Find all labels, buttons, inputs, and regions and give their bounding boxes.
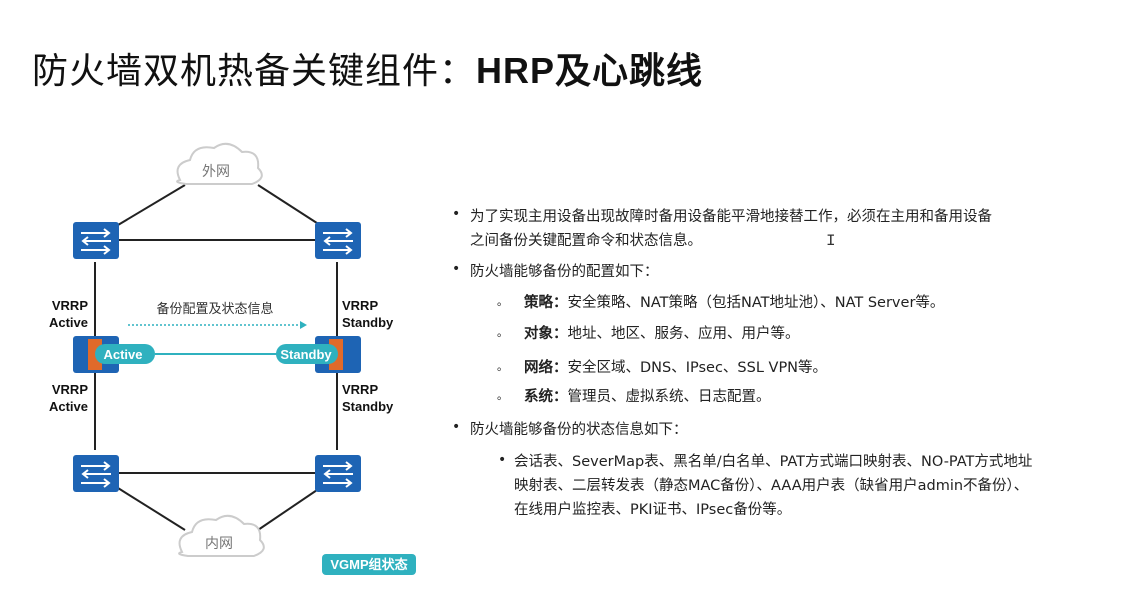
sub-bullet-dot: •	[498, 452, 507, 468]
config-item-text: 安全策略、NAT策略（包括NAT地址池）、NAT Server等。	[567, 295, 945, 311]
active-tag: Active	[103, 347, 142, 362]
config-item-name: 系统：	[524, 389, 568, 405]
bullet-dot: •	[452, 206, 461, 222]
vrrp-label: VRRP	[342, 298, 378, 313]
config-item-name: 对象：	[524, 326, 568, 342]
sub-bullet-dot: 。	[497, 360, 508, 373]
config-item: 对象：地址、地区、服务、应用、用户等。	[524, 322, 800, 346]
vrrp-state: Active	[49, 399, 88, 414]
firewall-standby: Standby	[276, 336, 361, 373]
vgmp-state-badge: VGMP组状态	[322, 554, 416, 575]
sync-label: 备份配置及状态信息	[156, 301, 273, 317]
vrrp-label: VRRP	[342, 382, 378, 397]
vrrp-state: Standby	[342, 315, 394, 330]
firewall-active: Active	[73, 336, 280, 373]
config-item: 策略：安全策略、NAT策略（包括NAT地址池）、NAT Server等。	[524, 291, 944, 315]
bullet-dot: •	[452, 261, 461, 277]
switch-icon	[315, 222, 361, 259]
text-cursor-icon: I	[826, 232, 836, 250]
sub-bullet-dot: 。	[497, 295, 508, 308]
cloud-intranet: 内网	[178, 514, 265, 557]
sub-bullet-dot: 。	[497, 326, 508, 339]
switch-icon	[73, 222, 119, 259]
bullet-1-line: 为了实现主用设备出现故障时备用设备能平滑地接替工作，必须在主用和备用设备	[470, 209, 992, 225]
state-line: 在线用户监控表、PKI证书、IPsec备份等。	[514, 502, 792, 518]
bullet-3: 防火墙能够备份的状态信息如下：	[470, 422, 688, 438]
vrrp-state: Active	[49, 315, 88, 330]
config-item-text: 地址、地区、服务、应用、用户等。	[567, 326, 800, 342]
bullet-1-line: 之间备份关键配置命令和状态信息。	[470, 233, 702, 249]
config-item: 系统：管理员、虚拟系统、日志配置。	[524, 385, 771, 409]
config-item-name: 网络：	[524, 360, 568, 376]
bullet-2: 防火墙能够备份的配置如下：	[470, 264, 659, 280]
config-item: 网络：安全区域、DNS、IPsec、SSL VPN等。	[524, 356, 827, 380]
sync-arrowhead-icon	[300, 321, 307, 329]
bullet-1: 为了实现主用设备出现故障时备用设备能平滑地接替工作，必须在主用和备用设备 之间备…	[470, 205, 992, 253]
cloud-bottom-label: 内网	[205, 536, 233, 552]
title-text: 防火墙双机热备关键组件：	[32, 51, 477, 92]
vrrp-label: VRRP	[52, 382, 88, 397]
cloud-internet: 外网	[176, 142, 263, 185]
standby-tag: Standby	[280, 347, 332, 362]
switch-icon	[315, 455, 361, 492]
vrrp-label: VRRP	[52, 298, 88, 313]
state-line: 会话表、SeverMap表、黑名单/白名单、PAT方式端口映射表、NO-PAT方…	[514, 454, 1033, 470]
config-item-text: 管理员、虚拟系统、日志配置。	[567, 389, 771, 405]
title-suffix: HRP及心跳线	[476, 50, 704, 91]
cloud-top-label: 外网	[202, 164, 230, 180]
sub-bullet-dot: 。	[497, 389, 508, 402]
state-info-list: 会话表、SeverMap表、黑名单/白名单、PAT方式端口映射表、NO-PAT方…	[514, 450, 1032, 522]
bullet-dot: •	[452, 419, 461, 435]
switch-icons	[73, 222, 361, 492]
config-item-text: 安全区域、DNS、IPsec、SSL VPN等。	[567, 360, 828, 376]
vrrp-state: Standby	[342, 399, 394, 414]
links	[94, 184, 338, 531]
config-item-name: 策略：	[524, 295, 568, 311]
slide-title: 防火墙双机热备关键组件：HRP及心跳线	[32, 42, 703, 94]
state-line: 映射表、二层转发表（静态MAC备份）、AAA用户表（缺省用户admin不备份）、	[514, 478, 1029, 494]
switch-icon	[73, 455, 119, 492]
